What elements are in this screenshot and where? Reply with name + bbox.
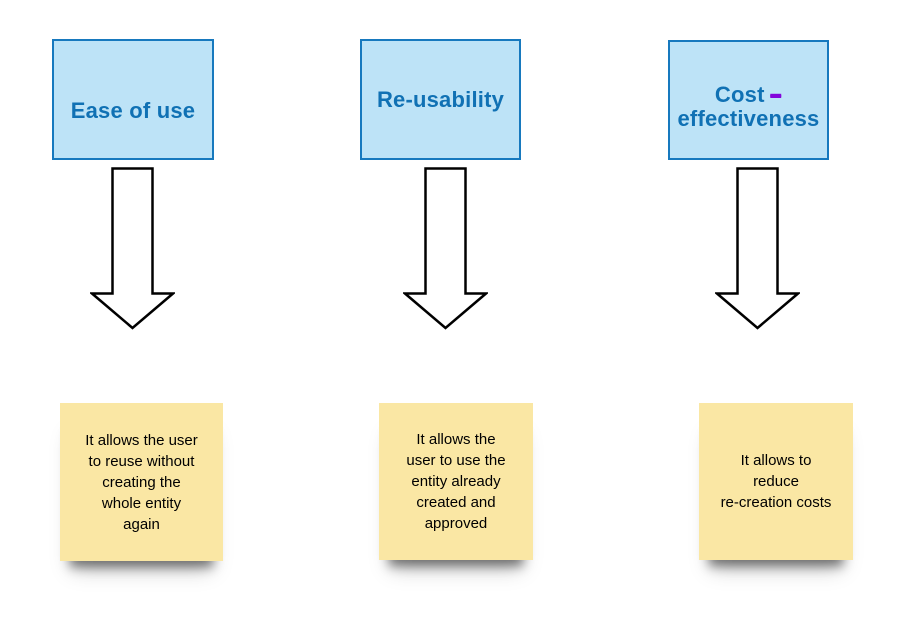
concept-box-ease-of-use: Ease of use	[52, 39, 214, 160]
sticky-note-ease-of-use: It allows the user to reuse without crea…	[60, 403, 223, 561]
sticky-note-reusability: It allows the user to use the entity alr…	[379, 403, 533, 560]
sticky-note-cost-effectiveness: It allows to reduce re-creation costs	[699, 403, 853, 560]
title-word-cost: Cost	[714, 82, 765, 107]
box-title-reusability: Re-usability	[376, 86, 505, 112]
concept-box-reusability: Re-usability	[360, 39, 521, 160]
sticky-note-text: It allows to reduce re-creation costs	[720, 452, 832, 511]
box-title-cost-effectiveness: Cost– effectiveness	[677, 69, 819, 131]
title-word-effectiveness: effectiveness	[677, 106, 820, 131]
sticky-note-text: It allows the user to reuse without crea…	[85, 431, 198, 533]
down-arrow-icon	[90, 167, 175, 330]
down-arrow-icon	[715, 167, 800, 330]
box-title-ease-of-use: Ease of use	[70, 97, 196, 123]
sticky-note-text: It allows the user to use the entity alr…	[406, 431, 506, 532]
minus-dash: –	[769, 82, 783, 107]
down-arrow-icon	[403, 167, 488, 330]
concept-box-cost-effectiveness: Cost– effectiveness	[668, 40, 829, 160]
